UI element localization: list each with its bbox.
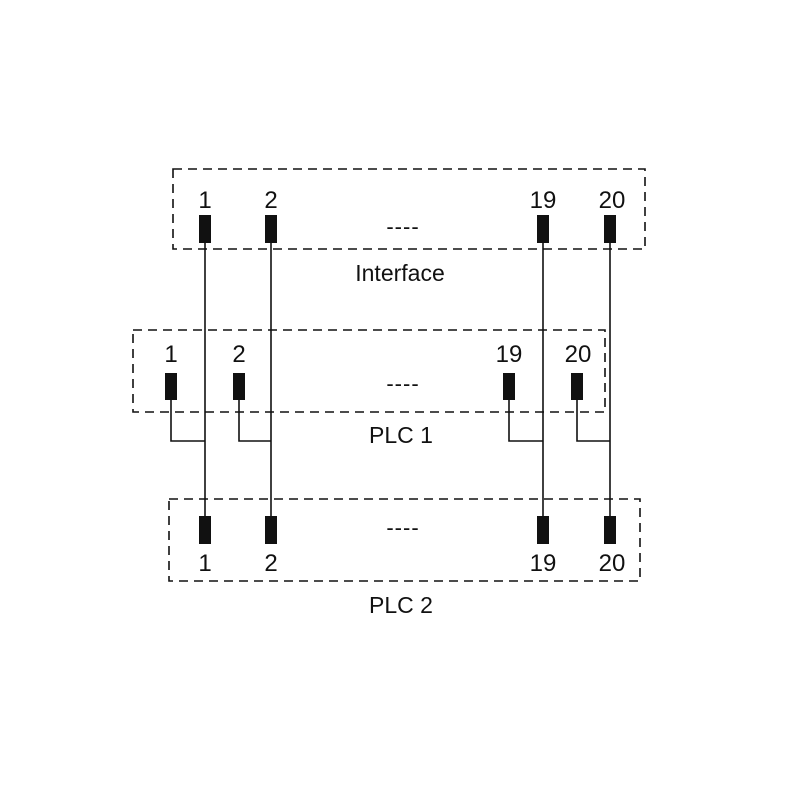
plc1-pin-2 <box>233 373 245 400</box>
branch-2 <box>238 399 271 442</box>
interface-pin-1 <box>199 215 211 243</box>
plc2-pin-20 <box>604 516 616 544</box>
plc2-pin-1 <box>199 516 211 544</box>
plc2-pin-label-1: 1 <box>198 550 211 577</box>
plc2-title: PLC 2 <box>369 592 433 618</box>
branch-19 <box>508 399 543 442</box>
interface-pin-label-20: 20 <box>599 187 626 214</box>
plc1-pin-19 <box>503 373 515 400</box>
plc1-pin-label-20: 20 <box>565 341 592 368</box>
plc2-ellipsis: ---- <box>386 515 419 540</box>
plc2-pin-label-2: 2 <box>264 550 277 577</box>
plc1-pin-label-2: 2 <box>232 341 245 368</box>
plc2-pin-label-20: 20 <box>599 550 626 577</box>
plc2-pin-label-19: 19 <box>530 550 557 577</box>
plc1-pin-20 <box>571 373 583 400</box>
plc2-box <box>168 498 641 582</box>
interface-pin-label-19: 19 <box>530 187 557 214</box>
interface-pin-2 <box>265 215 277 243</box>
plc1-pin-label-19: 19 <box>496 341 523 368</box>
plc1-ellipsis: ---- <box>386 371 419 396</box>
plc1-box <box>132 329 606 413</box>
interface-box <box>172 168 646 250</box>
interface-title: Interface <box>355 260 445 286</box>
plc1-pin-label-1: 1 <box>164 341 177 368</box>
branch-20 <box>576 399 610 442</box>
plc1-pin-1 <box>165 373 177 400</box>
interface-pin-19 <box>537 215 549 243</box>
branch-1 <box>170 399 205 442</box>
plc2-pin-2 <box>265 516 277 544</box>
interface-pin-20 <box>604 215 616 243</box>
interface-pin-label-2: 2 <box>264 187 277 214</box>
plc2-pin-19 <box>537 516 549 544</box>
interface-ellipsis: ---- <box>386 214 419 239</box>
plc1-title: PLC 1 <box>369 422 433 448</box>
interface-pin-label-1: 1 <box>198 187 211 214</box>
